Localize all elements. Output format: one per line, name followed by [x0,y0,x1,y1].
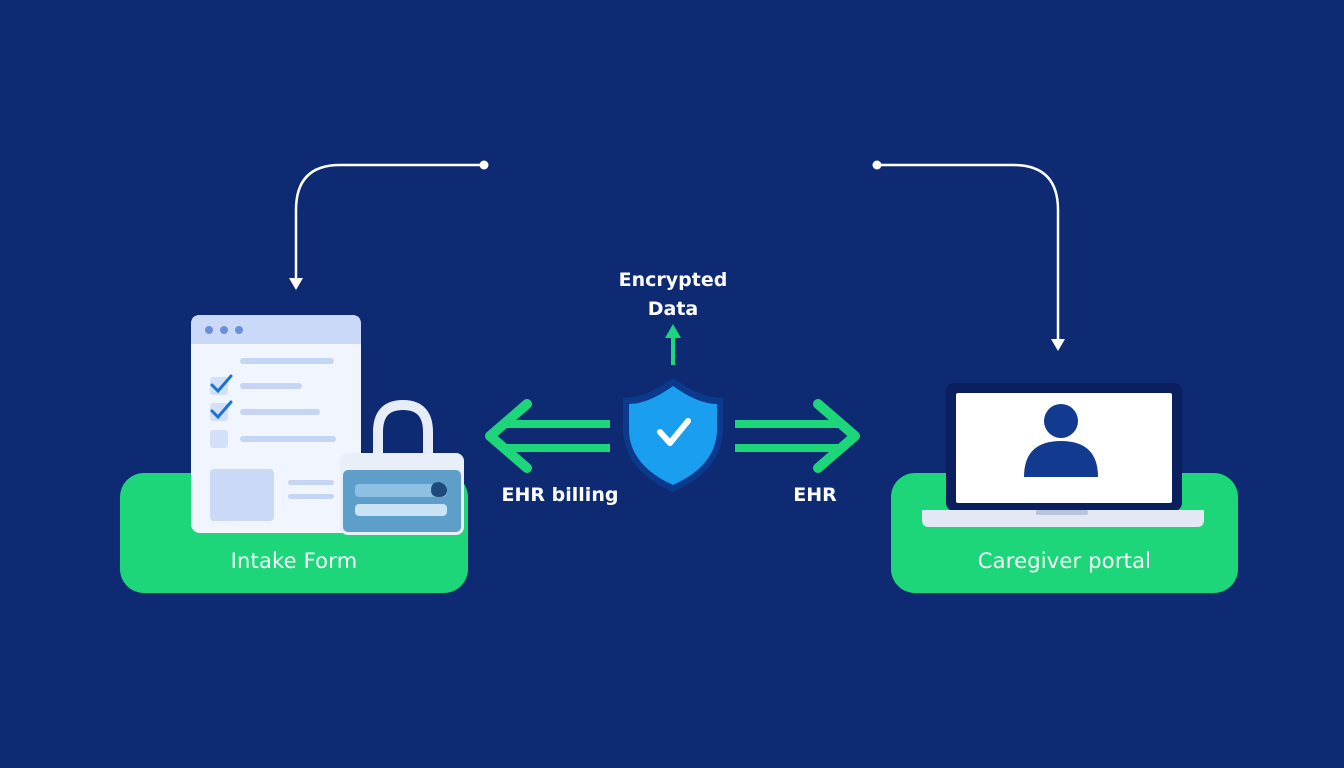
edge-left-arrows [485,399,610,473]
connector-left [289,160,489,290]
form-document-icon [191,315,361,533]
shield-check-icon [623,378,723,492]
checkbox-checked-icon [210,377,228,395]
encrypted-up-arrow [665,324,681,365]
connector-right [872,160,1065,351]
security-hub-caption: Encrypted Data [618,269,728,320]
edge-left-label: EHR billing [501,484,619,506]
laptop-icon [922,383,1204,527]
checkmark-icon [657,418,691,446]
user-avatar-icon [1024,404,1098,477]
padlock-icon [340,399,464,535]
checkbox-checked-icon [210,403,228,421]
connector-right-arrowhead [1051,339,1065,351]
caregiver-portal-label: Caregiver portal [977,549,1152,573]
intake-form-label: Intake Form [230,549,358,573]
checkbox-empty-icon [210,430,228,448]
edge-right-arrows [735,399,860,473]
connector-left-dot [479,160,489,170]
edge-right-label: EHR [793,484,837,506]
connector-right-dot [872,160,882,170]
connector-left-arrowhead [289,278,303,290]
